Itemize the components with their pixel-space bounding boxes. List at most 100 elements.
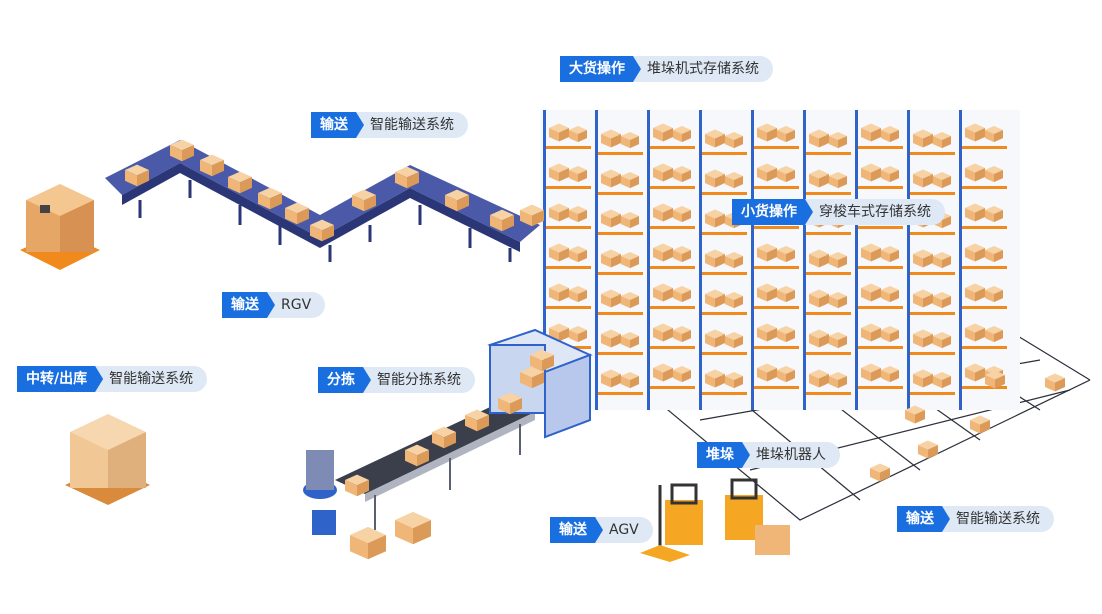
box-icon (757, 163, 777, 182)
rack-beam (805, 312, 851, 315)
box-icon (809, 289, 829, 308)
rack-beam (961, 346, 1007, 349)
box-icon (653, 363, 673, 382)
box-icon (601, 209, 621, 228)
box-icon (881, 365, 899, 383)
box-icon (569, 165, 587, 183)
box-icon (705, 369, 725, 388)
box-icon (777, 165, 795, 183)
box-icon (861, 123, 881, 142)
rack-post (543, 110, 546, 410)
box-icon (913, 169, 933, 188)
box-icon (777, 365, 795, 383)
box-icon (705, 329, 725, 348)
box-icon (569, 325, 587, 343)
box-icon (913, 289, 933, 308)
box-icon (125, 164, 149, 187)
box-icon (530, 349, 554, 372)
rgv-conveyor (105, 140, 540, 262)
rack-beam (545, 186, 591, 189)
box-icon (673, 245, 691, 263)
rack-beam (805, 272, 851, 275)
box-icon (933, 291, 951, 309)
box-icon (285, 202, 309, 225)
rack-beam (597, 352, 643, 355)
rack-post (647, 110, 650, 410)
rack-beam (701, 152, 747, 155)
rack-beam (857, 186, 903, 189)
box-icon (621, 331, 639, 349)
box-icon (881, 165, 899, 183)
rack-beam (545, 306, 591, 309)
tag-key: 中转/出库 (17, 366, 103, 392)
rack-beam (753, 386, 799, 389)
box-icon (621, 171, 639, 189)
box-icon (621, 251, 639, 269)
box-icon (705, 129, 725, 148)
box-icon (861, 243, 881, 262)
rack-post (803, 110, 806, 410)
box-icon (913, 369, 933, 388)
storage-racks (540, 110, 1020, 410)
box-icon (725, 371, 743, 389)
box-icon (757, 363, 777, 382)
rack-beam (909, 192, 955, 195)
box-icon (569, 125, 587, 143)
box-icon (985, 245, 1003, 263)
box-icon (881, 245, 899, 263)
box-icon (520, 366, 544, 389)
box-icon (601, 329, 621, 348)
box-icon (777, 285, 795, 303)
rack-post (855, 110, 858, 410)
box-icon (829, 291, 847, 309)
box-icon (985, 370, 1005, 389)
rack-beam (649, 186, 695, 189)
box-icon (933, 331, 951, 349)
rack-beam (753, 346, 799, 349)
tag-key: 输送 (311, 112, 364, 138)
box-icon (705, 169, 725, 188)
box-icon (549, 243, 569, 262)
robot-arm (303, 450, 337, 535)
box-icon (725, 331, 743, 349)
tag-small-operation: 小货操作 穿梭车式存储系统 (732, 199, 945, 225)
rack-beam (909, 312, 955, 315)
rack-beam (961, 266, 1007, 269)
box-icon (829, 131, 847, 149)
box-icon (777, 325, 795, 343)
rack-beam (857, 226, 903, 229)
box-icon (601, 169, 621, 188)
box-icon (881, 285, 899, 303)
box-icon (809, 249, 829, 268)
box-icon (725, 171, 743, 189)
tag-sorting: 分拣 智能分拣系统 (318, 367, 475, 393)
box-icon (725, 291, 743, 309)
pallet-stack-left (20, 184, 100, 270)
rack-beam (961, 186, 1007, 189)
box-icon (757, 323, 777, 342)
box-icon (653, 323, 673, 342)
box-icon (965, 283, 985, 302)
rack-beam (649, 226, 695, 229)
rack-beam (805, 352, 851, 355)
box-icon (965, 123, 985, 142)
rack-beam (701, 352, 747, 355)
box-icon (933, 171, 951, 189)
box-icon (757, 123, 777, 142)
box-icon (653, 203, 673, 222)
box-icon (829, 331, 847, 349)
box-icon (965, 363, 985, 382)
rack-beam (649, 266, 695, 269)
rack-beam (961, 306, 1007, 309)
rack-beam (597, 272, 643, 275)
rack-beam (857, 266, 903, 269)
box-icon (809, 329, 829, 348)
box-icon (352, 189, 376, 212)
tag-key: 输送 (550, 517, 603, 543)
box-icon (653, 243, 673, 262)
rack-beam (701, 272, 747, 275)
box-icon (861, 283, 881, 302)
box-icon (870, 463, 890, 482)
rack-beam (961, 146, 1007, 149)
